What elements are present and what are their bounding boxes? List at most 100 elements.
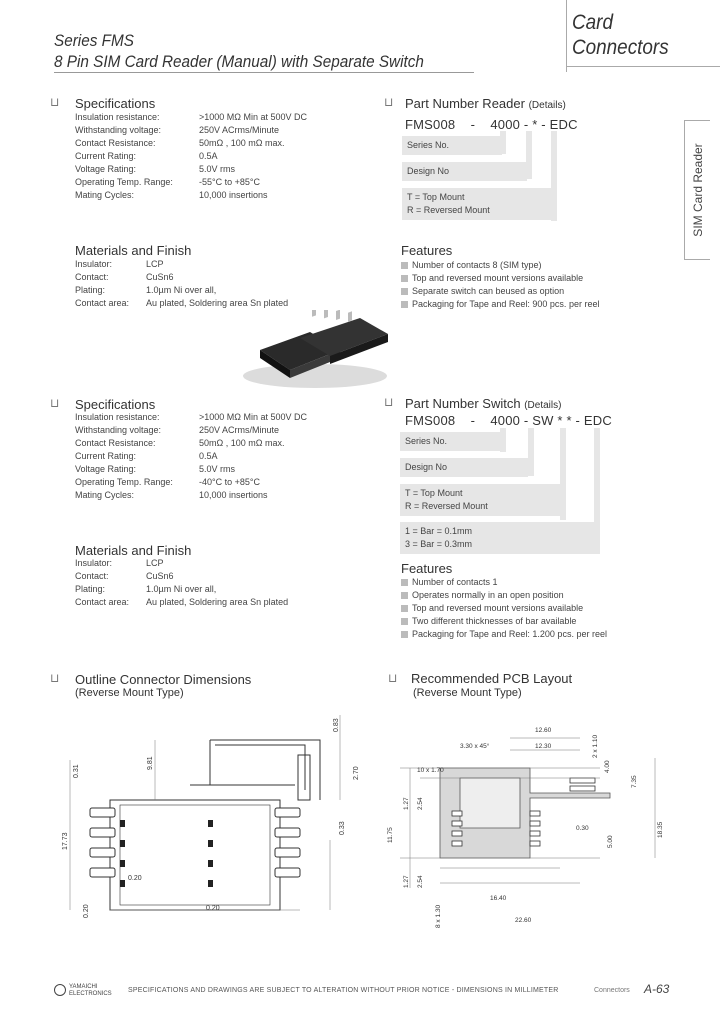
reader-features-title: Features	[401, 243, 453, 258]
spec-key: Plating:	[75, 584, 106, 594]
feature-item: Separate switch can beused as option	[401, 285, 599, 298]
pn-tick	[526, 131, 532, 179]
spec-key: Contact area:	[75, 597, 130, 607]
switch-specs-title: Specifications	[75, 397, 156, 412]
header-divider	[54, 72, 474, 73]
switch-specs-list: Insulation resistance:>1000 MΩ Min at 50…	[75, 411, 375, 506]
spec-key: Operating Temp. Range:	[75, 477, 173, 487]
switch-pn-title: Part Number Switch	[405, 396, 521, 411]
spec-key: Mating Cycles:	[75, 490, 135, 500]
dim-label: 0.20	[83, 904, 90, 918]
pn-box: 3 = Bar = 0.3mm	[400, 538, 600, 554]
spec-value: 10,000 insertions	[199, 190, 268, 200]
pcb-drawing: 12.60 3.30 x 45° 12.30 2 x 1.10 10 x 1.7…	[387, 727, 664, 928]
spec-value: >1000 MΩ Min at 500V DC	[199, 112, 308, 122]
dim-label: 0.30	[576, 825, 589, 832]
outline-drawing: 0.83 9.81 0.31 2.70 17.73 0.33 0.20 0.20…	[62, 715, 360, 918]
section-marker-icon: ⊔	[50, 671, 60, 685]
reader-pn-title-wrap: Part Number Reader (Details)	[405, 96, 566, 113]
dim-label: 17.73	[62, 832, 69, 850]
dim-label: 8 x 1.30	[435, 904, 442, 928]
section-marker-icon: ⊔	[384, 95, 394, 109]
pn-box: R = Reversed Mount	[400, 500, 560, 516]
pn-box: Series No.	[402, 136, 502, 155]
dim-label: 9.81	[147, 756, 154, 770]
spec-value: 50mΩ , 100 mΩ max.	[199, 138, 285, 148]
feature-item: Two different thicknesses of bar availab…	[401, 615, 607, 628]
side-tab: SIM Card Reader	[684, 120, 710, 260]
spec-key: Withstanding voltage:	[75, 125, 162, 135]
section-marker-icon: ⊔	[384, 395, 394, 409]
pn-tick	[500, 428, 506, 452]
pn-tick	[594, 428, 600, 554]
reader-materials-title: Materials and Finish	[75, 243, 192, 258]
spec-key: Insulator:	[75, 558, 113, 568]
spec-value: 10,000 insertions	[199, 490, 268, 500]
switch-part-number: FMS008 - 4000 - SW * * - EDC	[405, 413, 612, 428]
pn-box: Design No	[400, 458, 528, 477]
spec-key: Insulator:	[75, 259, 113, 269]
dim-label: 18.35	[657, 821, 664, 838]
pn-box: 1 = Bar = 0.1mm	[400, 522, 600, 538]
spec-value: CuSn6	[146, 272, 174, 282]
pn-box: T = Top Mount	[402, 188, 557, 204]
dim-label: 2 x 1.10	[592, 734, 599, 758]
dim-label: 12.60	[535, 727, 552, 734]
switch-pn-boxes: Series No. Design No T = Top Mount R = R…	[400, 432, 600, 554]
spec-key: Contact:	[75, 272, 109, 282]
dim-label: 11.75	[387, 827, 394, 843]
logo-icon	[54, 984, 66, 996]
reader-features-list: Number of contacts 8 (SIM type)Top and r…	[401, 259, 599, 311]
spec-value: >1000 MΩ Min at 500V DC	[199, 412, 308, 422]
dim-label: 2.54	[417, 875, 424, 888]
spec-key: Contact Resistance:	[75, 438, 156, 448]
spec-key: Insulation resistance:	[75, 112, 160, 122]
pn-box: Series No.	[400, 432, 500, 451]
feature-item: Number of contacts 8 (SIM type)	[401, 259, 599, 272]
footer-category: Connectors	[594, 987, 630, 994]
dim-label: 10 x 1.70	[417, 767, 444, 774]
pcb-title: Recommended PCB Layout	[411, 671, 573, 686]
logo-line-2: ELECTRONICS	[69, 991, 112, 997]
spec-value: 250V ACrms/Minute	[199, 125, 280, 135]
pn-tick	[528, 428, 534, 476]
spec-value: LCP	[146, 259, 164, 269]
dim-label: 4.00	[604, 760, 611, 773]
pcb-subtitle: (Reverse Mount Type)	[413, 687, 522, 699]
product-photo	[243, 310, 388, 388]
spec-value: 5.0V rms	[199, 464, 236, 474]
dim-label: 1.27	[403, 875, 410, 888]
series-name: Series FMS	[54, 31, 134, 50]
dim-label: 5.00	[607, 835, 614, 848]
dim-label: 0.31	[73, 764, 80, 778]
switch-pn-details: (Details)	[524, 400, 562, 411]
dim-label: 0.33	[339, 821, 346, 835]
reader-pn-details: (Details)	[528, 100, 566, 111]
feature-item: Operates normally in an open position	[401, 589, 607, 602]
spec-value: CuSn6	[146, 571, 174, 581]
pn-tick	[560, 428, 566, 520]
spec-value: 5.0V rms	[199, 164, 236, 174]
company-logo: YAMAICHI ELECTRONICS	[54, 984, 112, 998]
category-line-2: Connectors	[572, 36, 669, 59]
logo-line-1: YAMAICHI	[69, 984, 98, 990]
switch-features-title: Features	[401, 561, 453, 576]
footer-notice: SPECIFICATIONS AND DRAWINGS ARE SUBJECT …	[128, 987, 559, 994]
dim-label: 3.30 x 45°	[460, 742, 490, 750]
spec-value: Au plated, Soldering area Sn plated	[146, 597, 289, 607]
dim-label: 22.60	[515, 917, 532, 924]
reader-pn-title: Part Number Reader	[405, 96, 525, 111]
reader-pn-boxes: Series No. Design No T = Top Mount R = R…	[402, 136, 557, 220]
spec-key: Current Rating:	[75, 151, 137, 161]
spec-key: Voltage Rating:	[75, 164, 137, 174]
dim-label: 0.20	[128, 875, 142, 882]
spec-key: Contact:	[75, 571, 109, 581]
section-marker-icon: ⊔	[388, 671, 398, 685]
spec-key: Mating Cycles:	[75, 190, 135, 200]
spec-value: 1.0µm Ni over all,	[146, 285, 217, 295]
page-title: 8 Pin SIM Card Reader (Manual) with Sepa…	[54, 52, 424, 71]
spec-value: -55°C to +85°C	[199, 177, 260, 187]
